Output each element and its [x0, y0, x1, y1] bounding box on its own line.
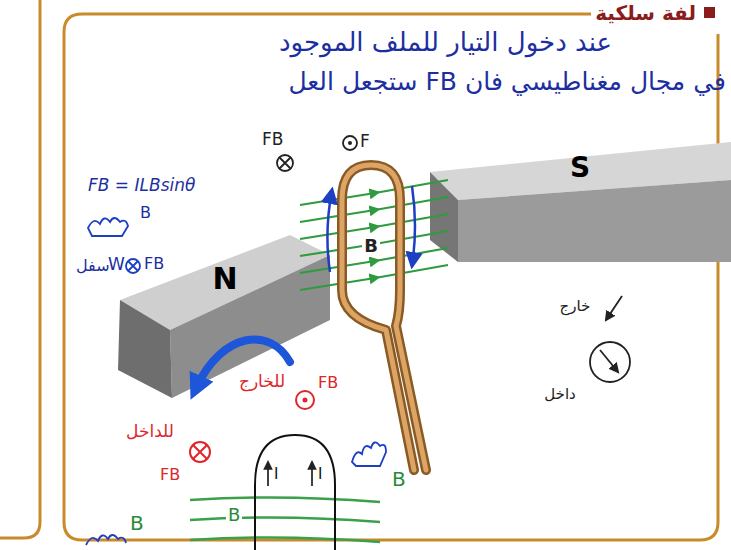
pole-label: N — [212, 262, 237, 297]
force-label: F — [360, 132, 370, 152]
field-line — [190, 517, 380, 522]
into-page-symbol — [128, 261, 138, 271]
field-label: B — [140, 204, 151, 222]
out-of-page-symbol — [296, 391, 314, 409]
out-of-page-symbol — [303, 398, 308, 403]
field-line — [190, 497, 380, 502]
into-page-symbol — [277, 155, 293, 171]
out-of-page-symbol — [348, 141, 352, 145]
current-arrow — [267, 462, 269, 486]
into-page-symbol — [277, 155, 293, 171]
hand-rule-sketch — [352, 442, 386, 466]
current-arrow — [327, 186, 415, 272]
magnet-south — [458, 180, 731, 262]
hand-rule-sketch — [88, 218, 128, 236]
magnet-north — [118, 235, 330, 398]
field-label: B — [130, 512, 144, 535]
into-page-symbol — [279, 157, 291, 169]
hand-rule-sketch — [86, 442, 386, 545]
current-arrow — [412, 186, 415, 266]
current-label: I — [318, 466, 322, 483]
handwritten-note: سفل — [76, 257, 110, 275]
current-label: I — [274, 466, 278, 483]
field-label: B — [226, 505, 242, 526]
into-page-symbol — [193, 445, 207, 459]
force-label: FB — [318, 374, 338, 392]
current-arrow — [311, 462, 313, 486]
direction-arrow — [600, 350, 618, 372]
direction-label: داخل — [544, 386, 575, 403]
hand-rule-sketch — [88, 218, 128, 236]
force-label: FB — [160, 466, 180, 484]
direction-arrow — [590, 296, 630, 382]
magnet-north — [170, 255, 330, 398]
field-line — [300, 180, 448, 290]
hand-rule-sketch — [86, 535, 126, 545]
current-arrow — [327, 190, 332, 272]
direction-label: للداخل — [126, 422, 174, 442]
magnet-north — [118, 300, 172, 398]
direction-arrow — [590, 342, 630, 382]
into-page-symbol — [190, 442, 210, 462]
into-page-symbol — [126, 259, 140, 273]
out-of-page-symbol — [296, 391, 314, 409]
force-label: FB — [262, 130, 283, 150]
wire-loop — [342, 165, 426, 470]
out-of-page-symbol — [343, 136, 357, 150]
field-line — [190, 537, 380, 542]
direction-arrow — [606, 296, 622, 320]
wire-loop — [342, 165, 426, 470]
direction-label: خارج — [560, 298, 591, 315]
field-line — [300, 265, 448, 290]
wire-loop — [255, 435, 335, 550]
title-bullet — [704, 7, 715, 18]
panel-border — [0, 0, 40, 538]
wire-loop — [342, 165, 426, 470]
handwritten-note: عند دخول التيار للملف الموجود — [279, 28, 612, 58]
weight-label: W — [108, 255, 125, 275]
pole-label: S — [570, 152, 590, 184]
out-of-page-symbol — [343, 136, 357, 150]
panel-title: لفة سلكية — [591, 1, 700, 25]
field-label: B — [392, 468, 406, 491]
magnet-south — [430, 142, 731, 262]
formula: FB = ILBsinθ — [88, 176, 195, 196]
force-label: FB — [144, 255, 164, 273]
into-page-symbol — [190, 442, 210, 462]
direction-label: للخارج — [239, 372, 285, 392]
current-arrow — [268, 462, 312, 486]
into-page-symbol — [126, 259, 140, 273]
field-label: B — [362, 236, 380, 257]
handwritten-note: في مجال مغناطيسي فان FB ستجعل العل — [288, 68, 726, 97]
field-line — [190, 497, 380, 542]
